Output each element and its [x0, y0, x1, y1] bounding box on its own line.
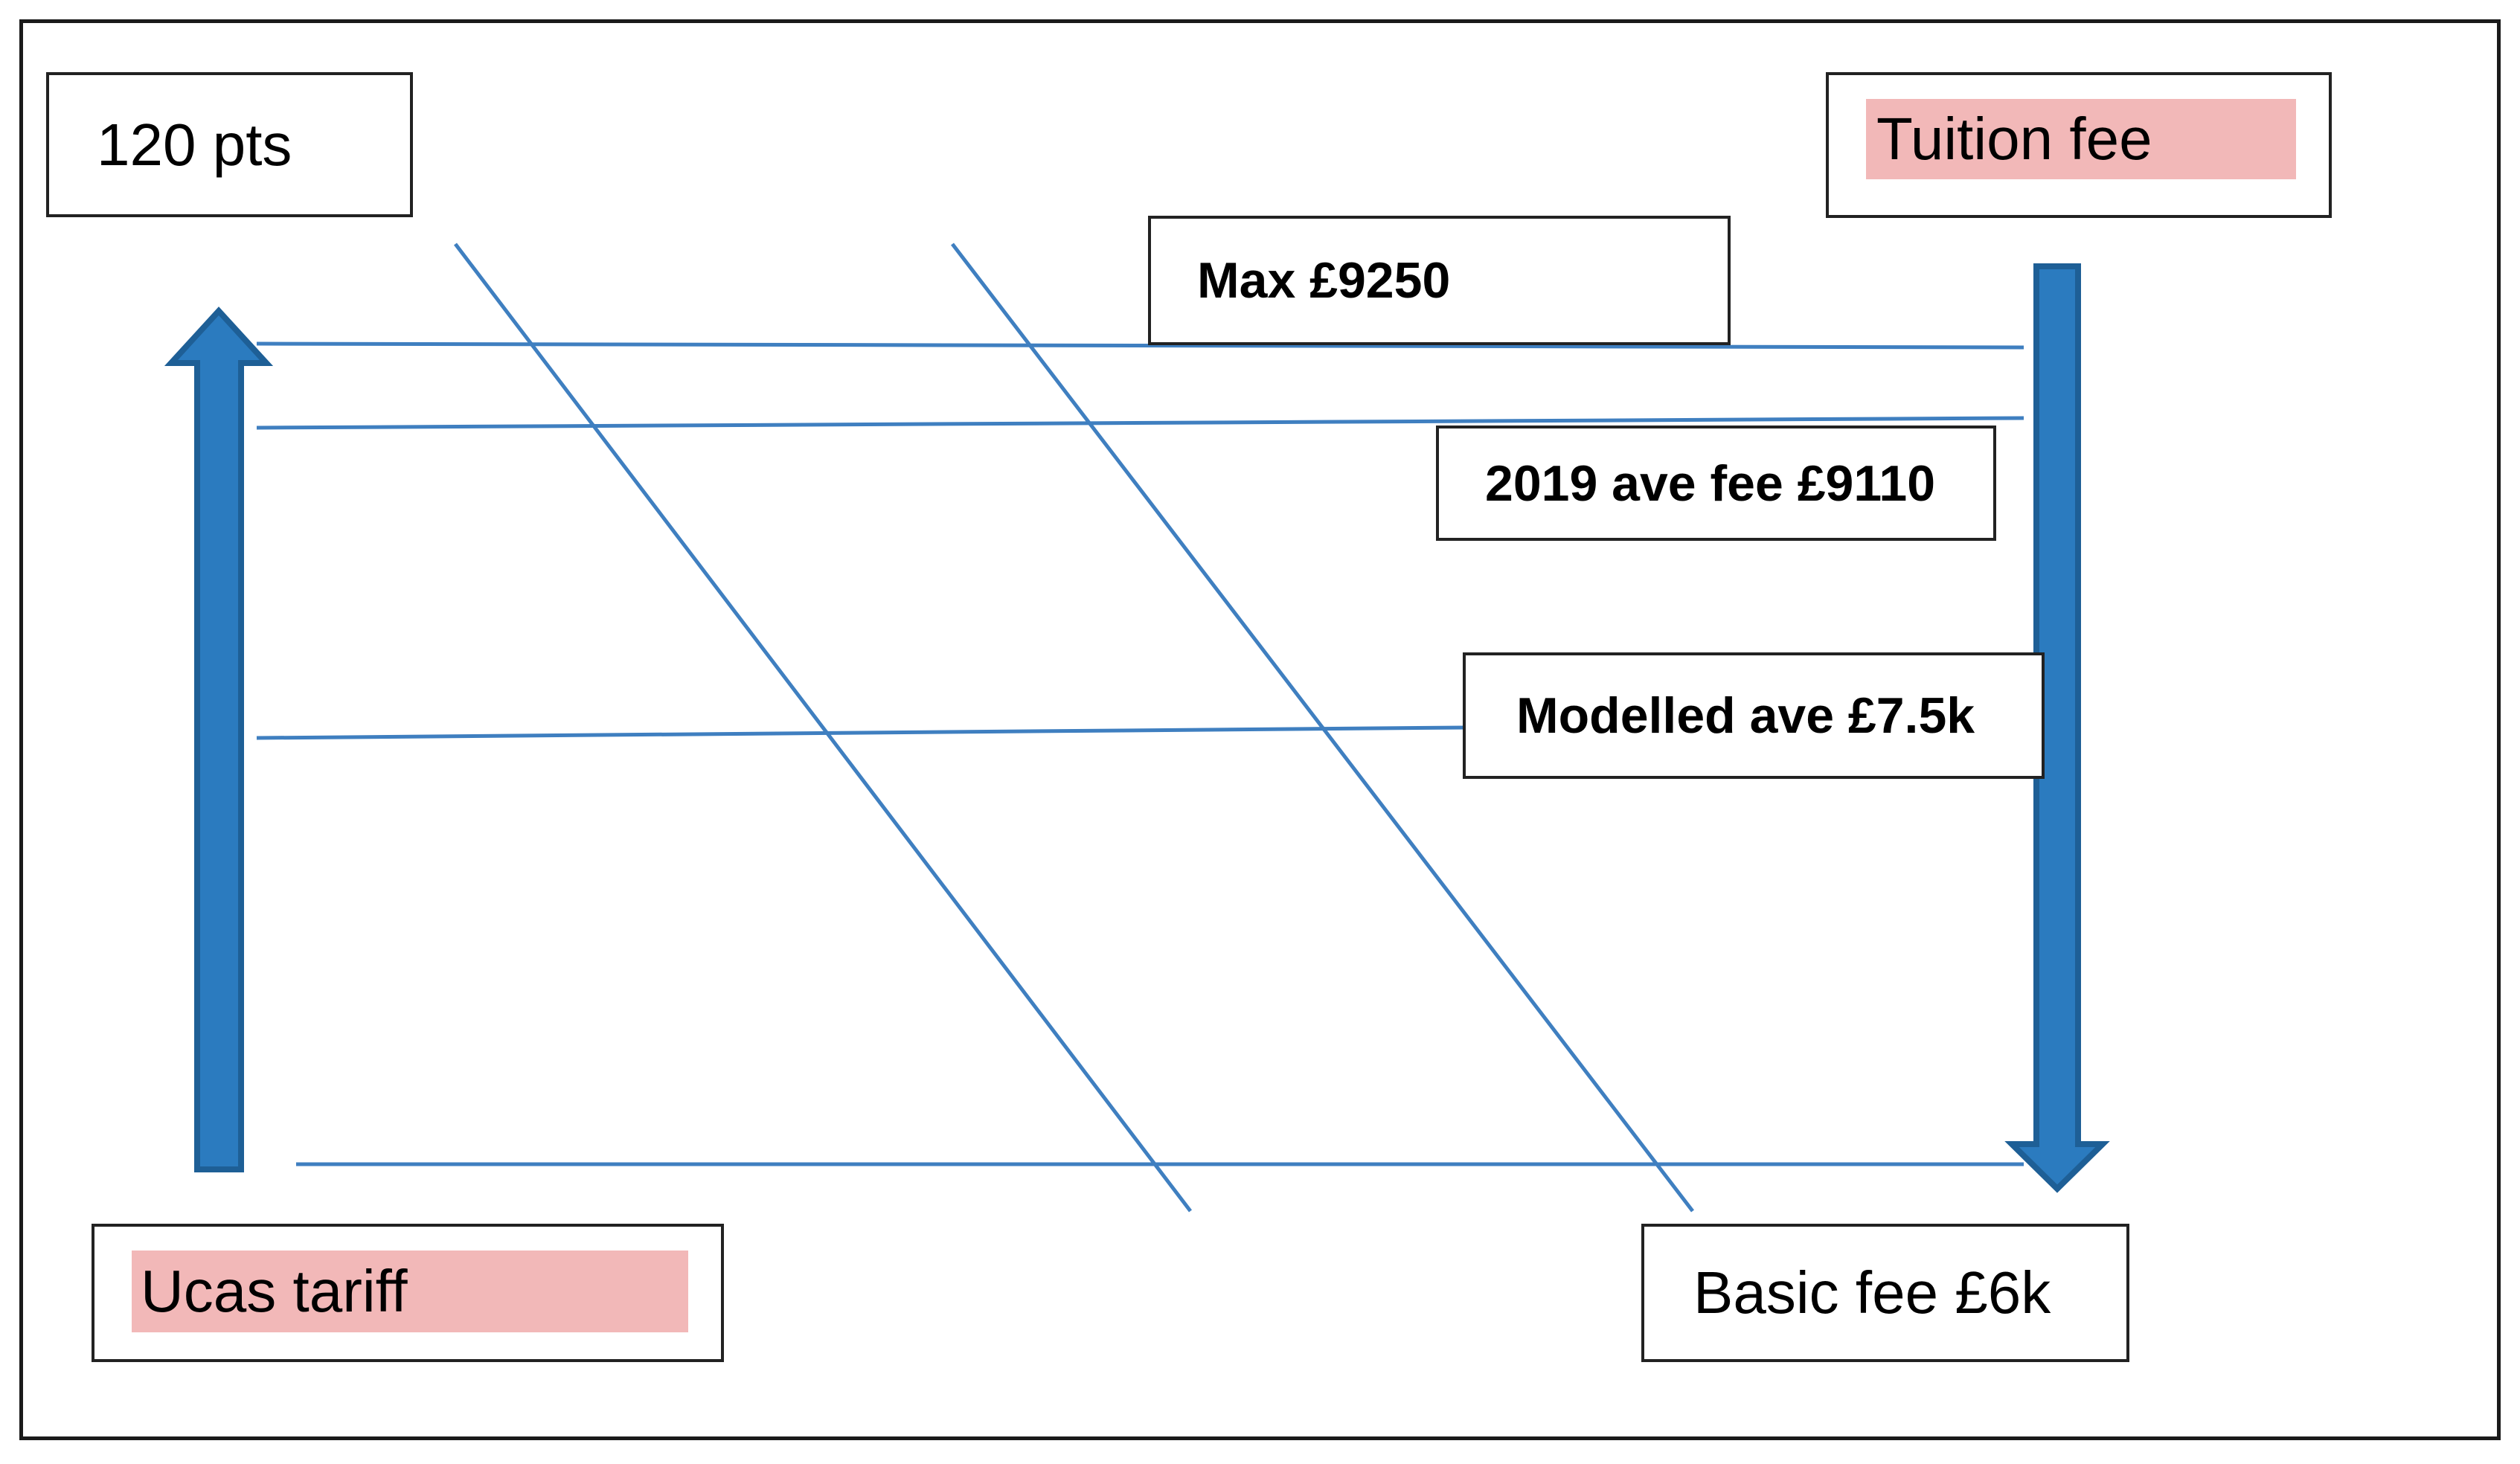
diagram-frame	[19, 19, 2501, 1440]
down-arrow-icon	[2004, 263, 2110, 1193]
diagonal-line-2	[951, 243, 1694, 1213]
ucas-tariff-highlight: Ucas tariff	[132, 1250, 688, 1332]
tuition-fee-box: Tuition fee	[1826, 72, 2332, 218]
ave-fee-2019-line	[256, 416, 2024, 430]
max-fee-line	[256, 341, 2024, 350]
tuition-fee-label: Tuition fee	[1876, 106, 2152, 172]
max-fee-box: Max £9250	[1148, 216, 1731, 345]
basic-fee-label: Basic fee £6k	[1693, 1259, 2051, 1326]
top-left-label: 120 pts	[97, 111, 292, 178]
top-left-box: 120 pts	[46, 72, 413, 217]
ucas-tariff-box: Ucas tariff	[92, 1224, 724, 1362]
modelled-ave-label: Modelled ave £7.5k	[1516, 687, 1975, 744]
modelled-ave-line	[256, 725, 1466, 740]
ave-fee-2019-label: 2019 ave fee £9110	[1485, 455, 1936, 512]
modelled-ave-box: Modelled ave £7.5k	[1463, 652, 2045, 779]
max-fee-label: Max £9250	[1197, 252, 1451, 309]
tuition-fee-highlight: Tuition fee	[1866, 99, 2296, 179]
diagonal-line-1	[454, 243, 1192, 1213]
up-arrow-icon	[164, 306, 274, 1172]
basic-fee-box: Basic fee £6k	[1641, 1224, 2129, 1362]
ucas-tariff-label: Ucas tariff	[141, 1258, 408, 1324]
ave-fee-2019-box: 2019 ave fee £9110	[1436, 426, 1996, 541]
